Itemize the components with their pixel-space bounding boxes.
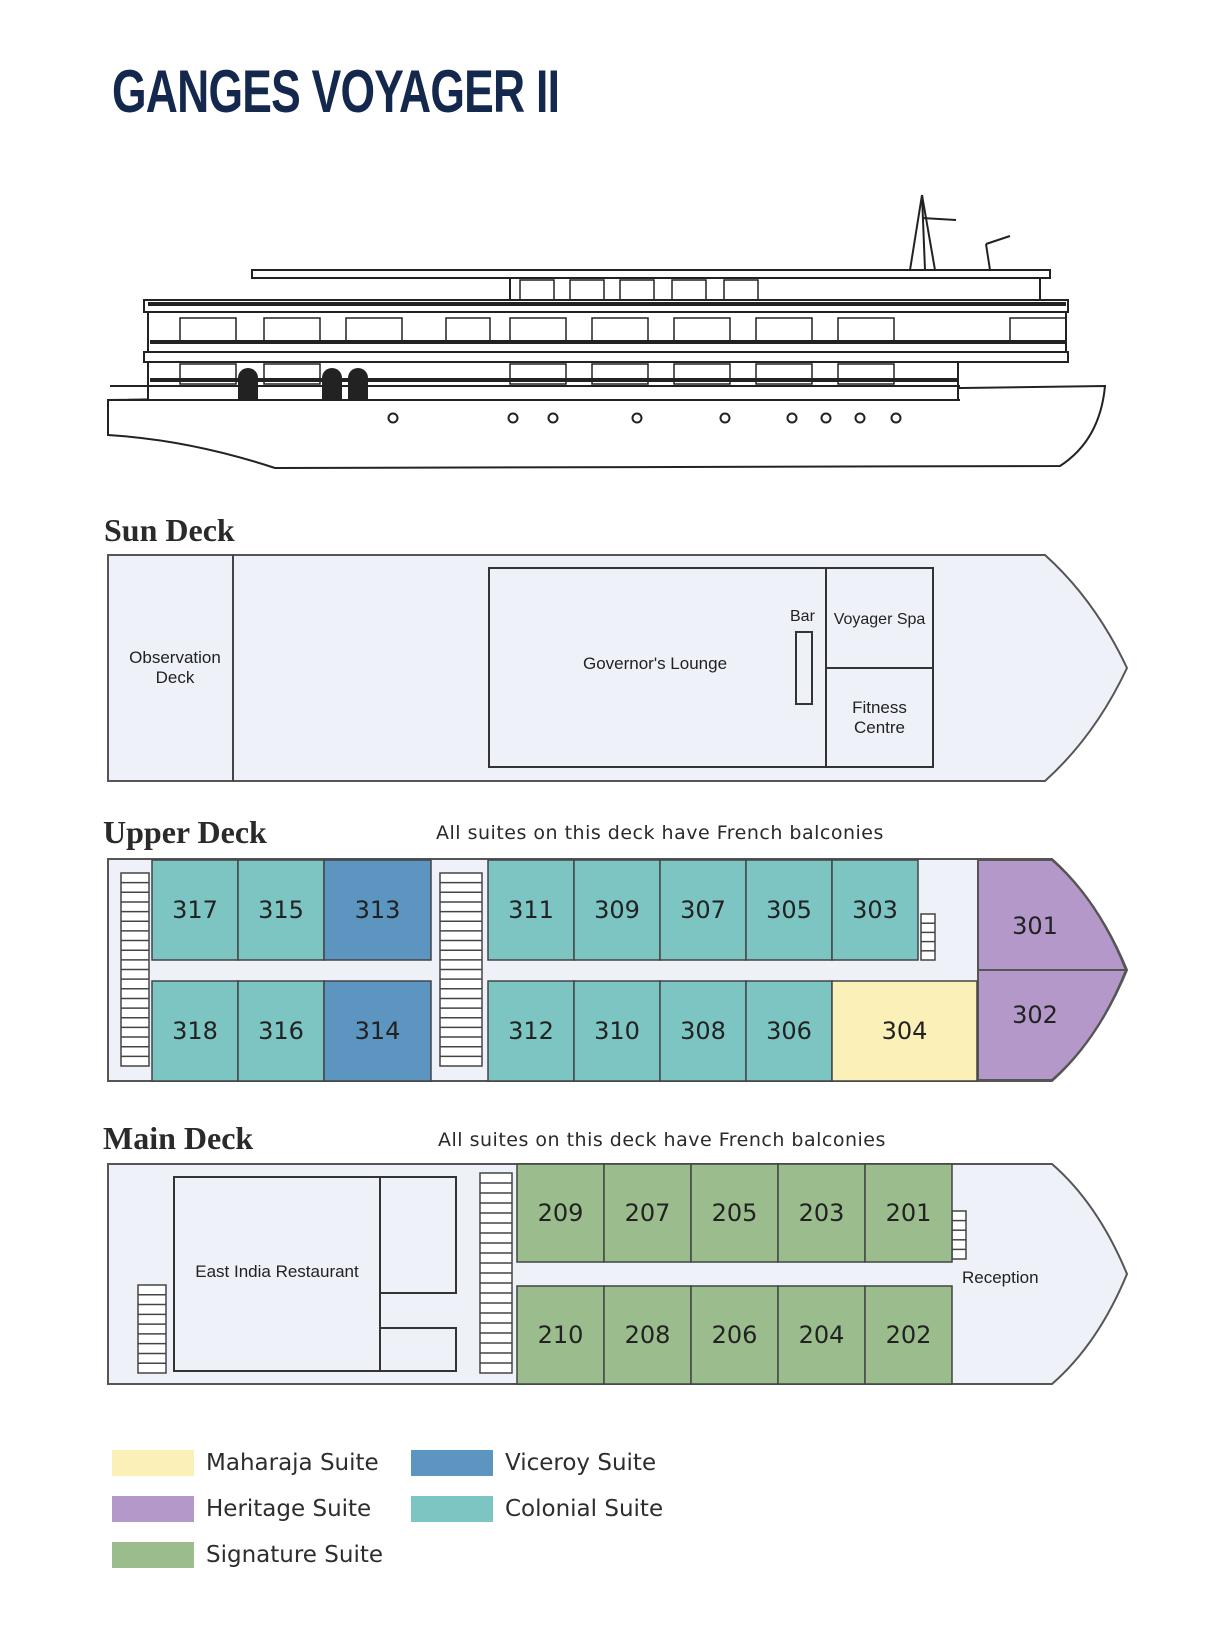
main-deck-label: Main Deck xyxy=(103,1120,254,1156)
upper-deck-note: All suites on this deck have French balc… xyxy=(436,822,884,844)
suite-307[interactable]: 307 xyxy=(680,896,726,924)
legend-colonial: Colonial Suite xyxy=(411,1496,663,1522)
page-title: GANGES VOYAGER II xyxy=(112,58,560,125)
legend-heritage: Heritage Suite xyxy=(112,1496,371,1522)
legend-maharaja: Maharaja Suite xyxy=(112,1450,379,1476)
suite-309[interactable]: 309 xyxy=(594,896,640,924)
legend-label: Colonial Suite xyxy=(505,1496,664,1522)
legend-swatch xyxy=(411,1450,493,1476)
legend-label: Viceroy Suite xyxy=(505,1450,657,1476)
suite-301[interactable]: 301 xyxy=(1012,912,1058,940)
legend-swatch xyxy=(112,1450,194,1476)
legend-label: Heritage Suite xyxy=(206,1496,372,1522)
suite-304[interactable]: 304 xyxy=(881,1017,928,1045)
observation-deck-label: Observation Deck xyxy=(120,648,230,688)
fitness-centre-line-1: Fitness xyxy=(852,698,907,717)
suite-201[interactable]: 201 xyxy=(885,1199,932,1227)
suite-312[interactable]: 312 xyxy=(508,1017,554,1045)
suite-206[interactable]: 206 xyxy=(711,1321,758,1349)
suite-311[interactable]: 311 xyxy=(508,896,554,924)
legend-viceroy: Viceroy Suite xyxy=(411,1450,656,1476)
governors-lounge-label: Governor's Lounge xyxy=(582,654,728,673)
legend-label: Signature Suite xyxy=(206,1542,384,1568)
fitness-centre-line-2: Centre xyxy=(853,718,906,737)
suite-318[interactable]: 318 xyxy=(172,1017,218,1045)
suite-316[interactable]: 316 xyxy=(258,1017,304,1045)
suite-310[interactable]: 310 xyxy=(594,1017,640,1045)
suite-207[interactable]: 207 xyxy=(624,1199,671,1227)
observation-deck-line-2: Deck xyxy=(155,668,195,687)
suite-209[interactable]: 209 xyxy=(537,1199,584,1227)
suite-204[interactable]: 204 xyxy=(798,1321,845,1349)
suite-208[interactable]: 208 xyxy=(624,1321,671,1349)
sun-deck-label: Sun Deck xyxy=(104,512,235,548)
suite-314[interactable]: 314 xyxy=(354,1017,401,1045)
legend-swatch xyxy=(411,1496,493,1522)
reception-label: Reception xyxy=(962,1268,1039,1287)
east-india-restaurant-label: East India Restaurant xyxy=(195,1262,359,1281)
legend-swatch xyxy=(112,1542,194,1568)
suite-210[interactable]: 210 xyxy=(537,1321,584,1349)
bar-label: Bar xyxy=(790,608,815,625)
suite-302[interactable]: 302 xyxy=(1012,1001,1058,1029)
suite-313[interactable]: 313 xyxy=(354,896,401,924)
suite-308[interactable]: 308 xyxy=(680,1017,726,1045)
suite-306[interactable]: 306 xyxy=(766,1017,812,1045)
legend-signature: Signature Suite xyxy=(112,1542,383,1568)
suite-317[interactable]: 317 xyxy=(172,896,218,924)
suite-303[interactable]: 303 xyxy=(852,896,898,924)
observation-deck-line-1: Observation xyxy=(129,648,221,667)
ship-profile-illustration xyxy=(107,194,1107,470)
voyager-spa-label: Voyager Spa xyxy=(833,611,926,628)
upper-deck-label: Upper Deck xyxy=(103,814,267,850)
main-deck-note: All suites on this deck have French balc… xyxy=(438,1129,886,1151)
suite-205[interactable]: 205 xyxy=(711,1199,758,1227)
suite-305[interactable]: 305 xyxy=(766,896,812,924)
fitness-centre-label: Fitness Centre xyxy=(826,698,933,738)
suite-203[interactable]: 203 xyxy=(798,1199,845,1227)
legend-swatch xyxy=(112,1496,194,1522)
suite-315[interactable]: 315 xyxy=(258,896,304,924)
legend-label: Maharaja Suite xyxy=(206,1450,379,1476)
suite-202[interactable]: 202 xyxy=(885,1321,932,1349)
